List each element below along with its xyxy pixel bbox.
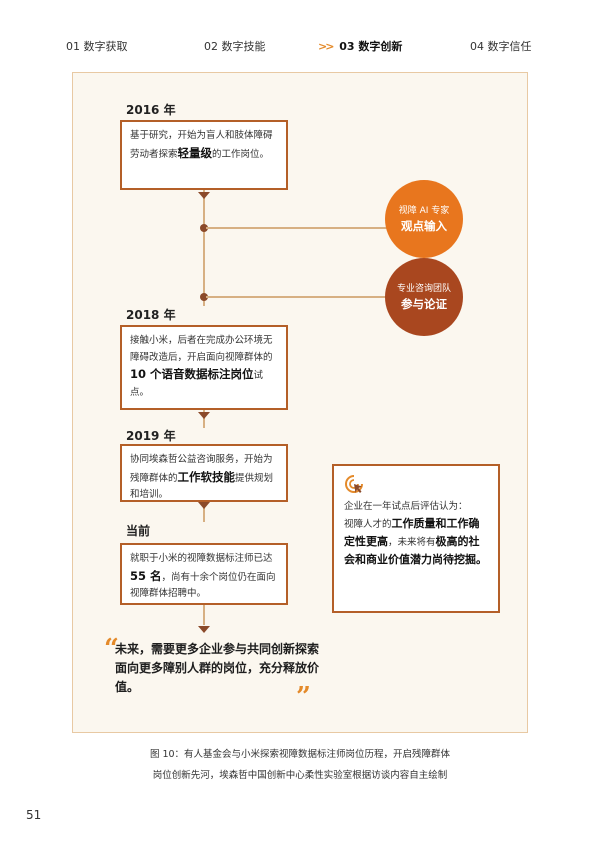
- card-text: 试点。: [130, 370, 264, 398]
- evaluation-text: ，未来将有: [388, 537, 436, 548]
- timeline-arrow-icon: [198, 412, 210, 419]
- year-label-2016: 2016 年: [126, 103, 176, 117]
- card-text: 协同埃森哲公益咨询服务，开始为残障群体的: [130, 454, 273, 484]
- card-text: 基于研究，开始为盲人和肢体障碍劳动者探索: [130, 130, 273, 160]
- figure-caption: 图 10：有人基金会与小米探索视障数据标注师岗位历程，开启残障群体 岗位创新先河…: [0, 744, 600, 786]
- year-label-current: 当前: [126, 524, 151, 538]
- card-highlight: 10 个语音数据标注岗位: [130, 367, 254, 381]
- connector-to-circle: [206, 227, 392, 229]
- timeline-card-2016: 基于研究，开始为盲人和肢体障碍劳动者探索轻量级的工作岗位。: [120, 120, 288, 190]
- close-quote-icon: ”: [296, 682, 311, 712]
- year-label-2019: 2019 年: [126, 429, 176, 443]
- timeline-arrow-icon: [198, 502, 210, 509]
- card-text: 的工作岗位。: [212, 148, 270, 160]
- caption-line: 岗位创新先河，埃森哲中国创新中心柔性实验室根据访谈内容自主绘制: [152, 770, 448, 781]
- chapter-nav: 01 数字获取 02 数字技能 >> 03 数字创新 04 数字信任: [0, 38, 600, 56]
- timeline-card-2018: 接触小米，后者在完成办公环境无障碍改造后，开启面向视障群体的 10 个语音数据标注…: [120, 325, 288, 410]
- connector-to-circle: [206, 296, 392, 298]
- nav-item-label: 03 数字创新: [339, 40, 403, 53]
- card-text: 接触小米，后者在完成办公环境无障碍改造后，开启面向视障群体的: [130, 335, 273, 363]
- timeline-arrow-icon: [198, 626, 210, 633]
- card-text: ，尚有十余个岗位仍在面向视障群体招聘中。: [130, 571, 276, 600]
- card-highlight: 55 名: [130, 568, 162, 583]
- circle-ai-expert-input: 视障 AI 专家 观点输入: [385, 180, 463, 258]
- nav-item-digital-access: 01 数字获取: [66, 40, 128, 53]
- nav-item-digital-trust: 04 数字信任: [470, 40, 532, 53]
- circle-title: 观点输入: [401, 218, 447, 233]
- timeline-connector: [203, 410, 205, 428]
- timeline-arrow-icon: [198, 192, 210, 199]
- card-text: 提供规划和培训。: [130, 472, 274, 501]
- evaluation-highlight: 工作质量和工作确定性更高: [344, 517, 480, 548]
- circle-caption: 专业咨询团队: [396, 283, 451, 294]
- timeline-dot: [200, 293, 208, 301]
- timeline-dot: [200, 224, 208, 232]
- nav-item-digital-skills: 02 数字技能: [204, 40, 266, 53]
- timeline-connector: [203, 500, 205, 522]
- card-highlight: 工作软技能: [177, 469, 236, 484]
- year-label-2018: 2018 年: [126, 308, 176, 322]
- open-quote-icon: “: [104, 634, 119, 664]
- evaluation-body: 视障人才的工作质量和工作确定性更高，未来将有极高的社会和商业价值潜力尚待挖掘。: [344, 515, 488, 569]
- evaluation-box: 企业在一年试点后评估认为： 视障人才的工作质量和工作确定性更高，未来将有极高的社…: [332, 464, 500, 613]
- cursor-click-icon: [345, 475, 363, 493]
- circle-consulting-team: 专业咨询团队 参与论证: [385, 258, 463, 336]
- evaluation-text: 视障人才的: [344, 519, 392, 530]
- circle-title: 参与论证: [401, 296, 447, 311]
- nav-item-digital-innovation: >> 03 数字创新: [318, 38, 402, 54]
- future-quote: 未来，需要更多企业参与共同创新探索面向更多障别人群的岗位，充分释放价值。: [115, 642, 320, 694]
- timeline-connector: [203, 258, 205, 306]
- timeline-card-2019: 协同埃森哲公益咨询服务，开始为残障群体的工作软技能提供规划和培训。: [120, 444, 288, 502]
- timeline-connector: [203, 605, 205, 625]
- page-number: 51: [26, 808, 42, 822]
- double-chevron-icon: >>: [318, 40, 335, 53]
- caption-line: 图 10：有人基金会与小米探索视障数据标注师岗位历程，开启残障群体: [149, 749, 451, 760]
- circle-caption: 视障 AI 专家: [398, 205, 450, 216]
- card-highlight: 轻量级: [177, 145, 213, 160]
- card-text: 就职于小米的视障数据标注师已达: [130, 553, 273, 564]
- evaluation-highlight: 极高的社会和商业价值潜力尚待挖掘。: [344, 535, 487, 566]
- evaluation-intro: 企业在一年试点后评估认为：: [344, 501, 468, 512]
- timeline-card-current: 就职于小米的视障数据标注师已达 55 名，尚有十余个岗位仍在面向视障群体招聘中。: [120, 543, 288, 605]
